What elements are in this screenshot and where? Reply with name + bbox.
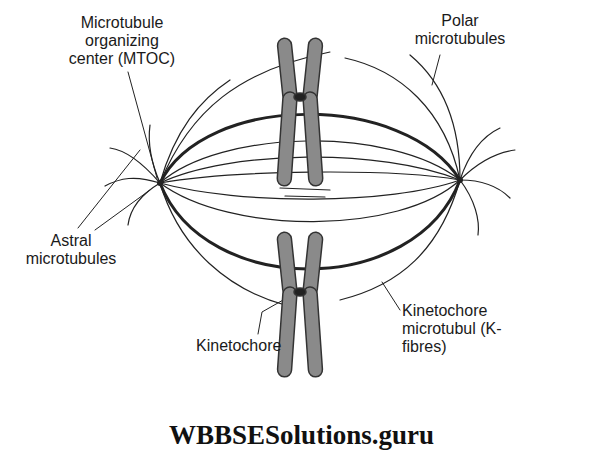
- astral-label: Astral microtubules: [6, 232, 136, 268]
- kinetochore-label: Kinetochore: [196, 337, 281, 355]
- mtoc-label: Microtubule organizing center (MTOC): [62, 14, 182, 68]
- k-fibre-label: Kinetochore microtubul (K-fibres): [402, 302, 512, 356]
- polar-label: Polar microtubules: [405, 12, 515, 48]
- watermark: WBBSESolutions.guru: [2, 420, 599, 450]
